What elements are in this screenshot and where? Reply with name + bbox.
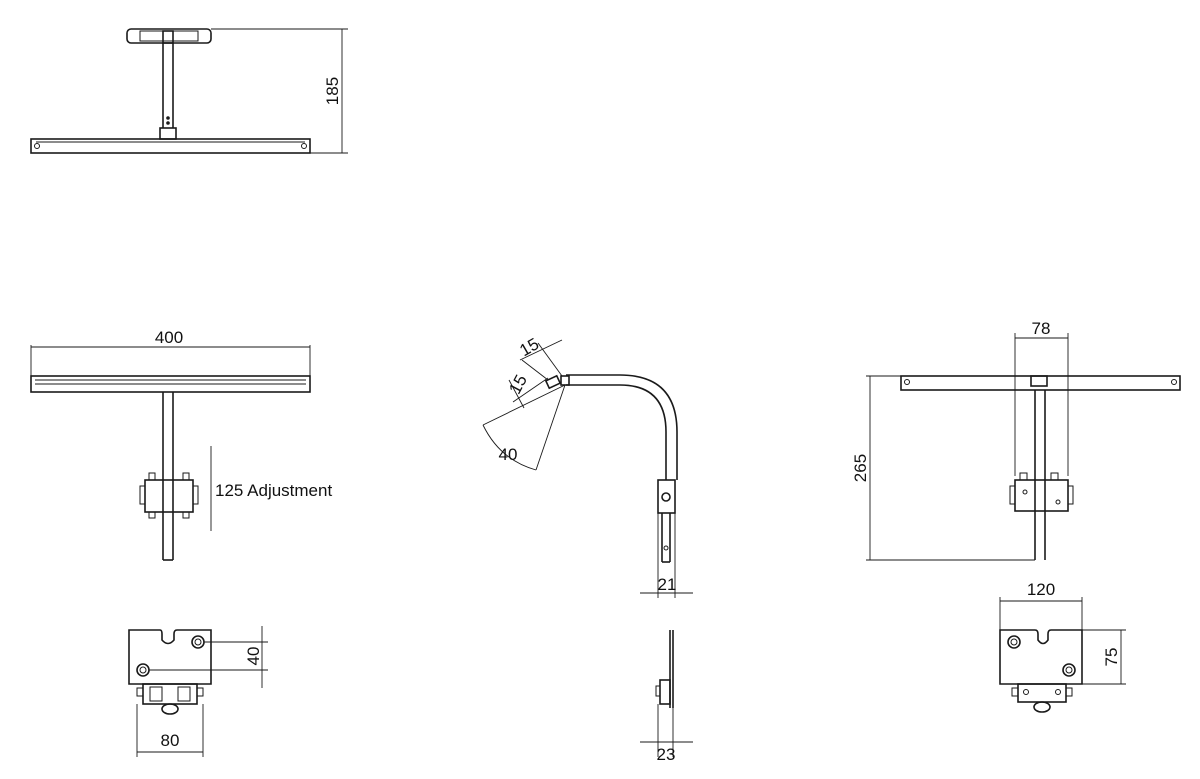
front-view: 400 125 Adjustment <box>30 328 332 561</box>
dim-23-label: 23 <box>657 745 676 764</box>
dim-15a-label: 15 <box>516 334 542 360</box>
dim-75-label: 75 <box>1102 648 1121 667</box>
bracket-rear-view: 120 75 <box>999 580 1126 713</box>
dim-400-label: 400 <box>155 328 183 347</box>
dim-40-angle-label: 40 <box>499 445 518 464</box>
dim-78-label: 78 <box>1032 319 1051 338</box>
dim-185-label: 185 <box>323 77 342 105</box>
dim-21-label: 21 <box>658 575 677 594</box>
arm-side-view: 15 15 40 21 <box>482 334 693 598</box>
dim-adjustment-label: 125 Adjustment <box>215 481 332 500</box>
dim-40-label: 40 <box>244 647 263 666</box>
bracket-side-view: 23 <box>640 630 693 764</box>
dim-265-label: 265 <box>851 454 870 482</box>
bracket-front-view: 40 80 <box>128 626 268 757</box>
rear-view: 78 265 <box>851 319 1181 561</box>
dim-15b-label: 15 <box>505 372 531 398</box>
dim-80-label: 80 <box>161 731 180 750</box>
dim-120-label: 120 <box>1027 580 1055 599</box>
top-view: 185 <box>30 28 348 154</box>
